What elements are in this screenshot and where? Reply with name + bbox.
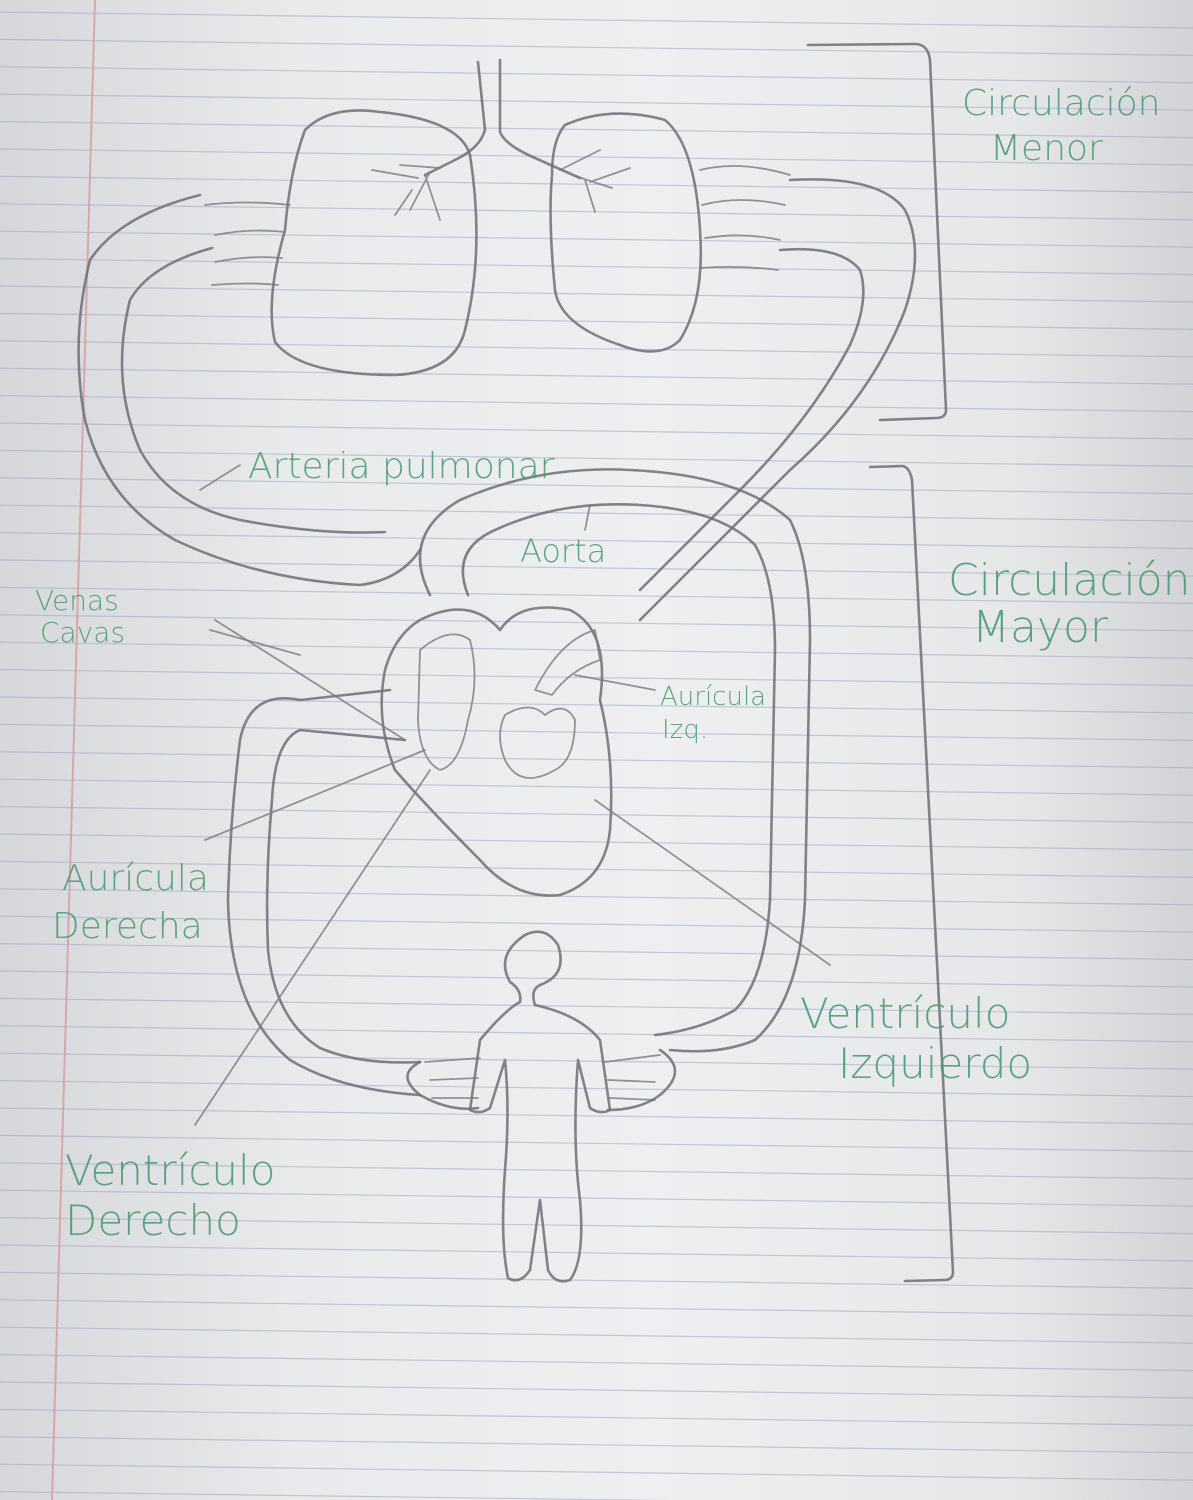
pulmonary-capillaries-right <box>700 166 790 270</box>
rule-line <box>0 423 1193 439</box>
left-atrium-shape <box>535 630 600 695</box>
rule-line <box>0 1464 1193 1480</box>
bracket-circulacion-menor <box>808 44 946 420</box>
human-figure <box>470 932 610 1282</box>
rule-line <box>0 1355 1193 1371</box>
rule-line <box>0 1300 1193 1316</box>
rule-line <box>0 313 1193 329</box>
right-lung <box>551 114 701 352</box>
label-auricula-izq-line2: Izq. <box>662 715 708 745</box>
rule-line <box>0 697 1193 713</box>
rule-line <box>0 752 1193 768</box>
label-auricula-derecha-line1: Aurícula <box>62 858 209 899</box>
ruled-lines <box>0 12 1193 1500</box>
rule-line <box>0 39 1193 55</box>
rule-line <box>0 670 1193 686</box>
margin-line <box>52 0 95 1500</box>
rule-line <box>0 834 1193 850</box>
aorta-vessel-inner <box>463 504 775 1035</box>
rule-line <box>0 1382 1193 1398</box>
rule-line <box>0 807 1193 823</box>
heart-outline <box>382 608 612 896</box>
label-circulacion-mayor-line1: Circulación <box>948 555 1191 606</box>
label-ventriculo-izquierdo-line2: Izquierdo <box>838 1039 1032 1088</box>
pulmonary-capillaries-left <box>205 203 290 286</box>
label-circulacion-mayor-line2: Mayor <box>972 602 1109 653</box>
label-venas-cavas-line2: Cavas <box>40 616 125 649</box>
label-auricula-derecha-line2: Derecha <box>52 906 203 947</box>
rule-line <box>0 1245 1193 1261</box>
label-ventriculo-derecho-line2: Derecho <box>65 1196 241 1245</box>
label-arteria-pulmonar: Arteria pulmonar <box>248 446 555 487</box>
rule-line <box>0 779 1193 795</box>
rule-line <box>0 286 1193 302</box>
venae-cavae-vessel-inner <box>267 730 420 1062</box>
rule-line <box>0 1437 1193 1453</box>
rule-line <box>0 341 1193 357</box>
label-aorta: Aorta <box>520 532 606 570</box>
label-ventriculo-derecho-line1: Ventrículo <box>65 1146 275 1195</box>
left-lung <box>272 110 477 375</box>
rule-line <box>0 1409 1193 1425</box>
rule-line <box>0 12 1193 28</box>
pulmonary-vein-vessel <box>640 179 915 620</box>
rule-line <box>0 724 1193 740</box>
rule-line <box>0 1327 1193 1343</box>
rule-line <box>0 1492 1193 1500</box>
rule-line <box>0 998 1193 1014</box>
pulmonary-artery-vessel <box>79 195 420 585</box>
rule-line <box>0 67 1193 83</box>
rule-line <box>0 204 1193 220</box>
rule-line <box>0 505 1193 521</box>
label-circulacion-menor-line1: Circulación <box>962 83 1160 124</box>
trachea <box>372 60 630 220</box>
label-auricula-izq-line1: Aurícula <box>660 682 766 712</box>
label-ventriculo-izquierdo-line1: Ventrículo <box>800 989 1010 1038</box>
rule-line <box>0 971 1193 987</box>
pulmonary-vein-vessel-inner <box>640 249 863 590</box>
left-ventricle-chamber <box>500 708 575 779</box>
rule-line <box>0 478 1193 494</box>
rule-line <box>0 368 1193 384</box>
rule-line <box>0 231 1193 247</box>
rule-line <box>0 396 1193 412</box>
label-venas-cavas-line1: Venas <box>35 584 119 617</box>
rule-line <box>0 1272 1193 1288</box>
rule-line <box>0 450 1193 466</box>
label-circulacion-menor-line2: Menor <box>990 128 1103 169</box>
